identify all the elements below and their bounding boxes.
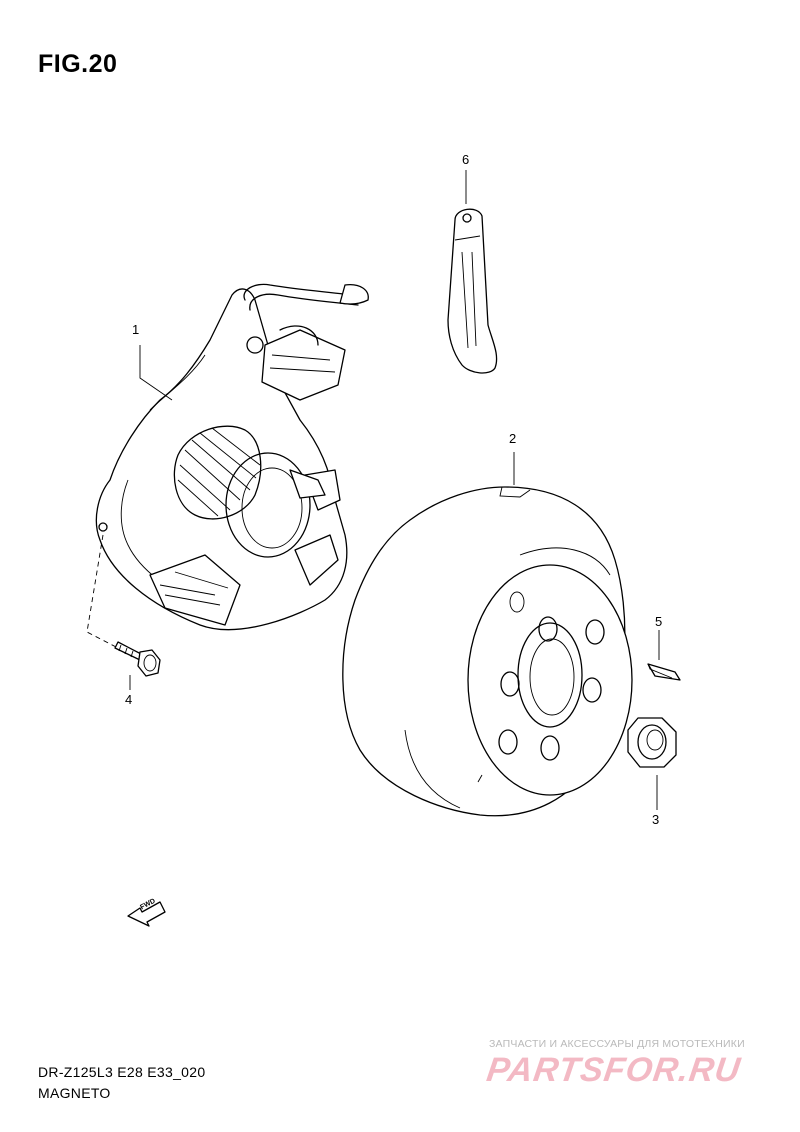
callout-5: 5 [655, 614, 663, 629]
bolt [114, 641, 161, 677]
rotor-nut [627, 717, 677, 768]
flywheel-rotor [342, 486, 633, 817]
callout-4: 4 [125, 692, 133, 707]
callout-6: 6 [462, 152, 470, 167]
figure-title: FIG.20 [38, 50, 118, 78]
watermark-logo: PARTSFOR.RU [484, 1051, 744, 1089]
watermark-tagline: ЗАПЧАСТИ И АКСЕССУАРЫ ДЛЯ МОТОТЕХНИКИ [489, 1038, 745, 1050]
wire-clamp [447, 208, 498, 374]
callout-3: 3 [652, 812, 660, 827]
leader-lines [86, 170, 660, 810]
section-name: MAGNETO [38, 1085, 111, 1101]
fwd-arrow-icon [127, 901, 166, 927]
model-code: DR-Z125L3 E28 E33_020 [38, 1064, 206, 1080]
stator-assembly [95, 283, 369, 631]
woodruff-key [647, 663, 681, 681]
callout-1: 1 [132, 322, 140, 337]
callout-2: 2 [509, 431, 517, 446]
